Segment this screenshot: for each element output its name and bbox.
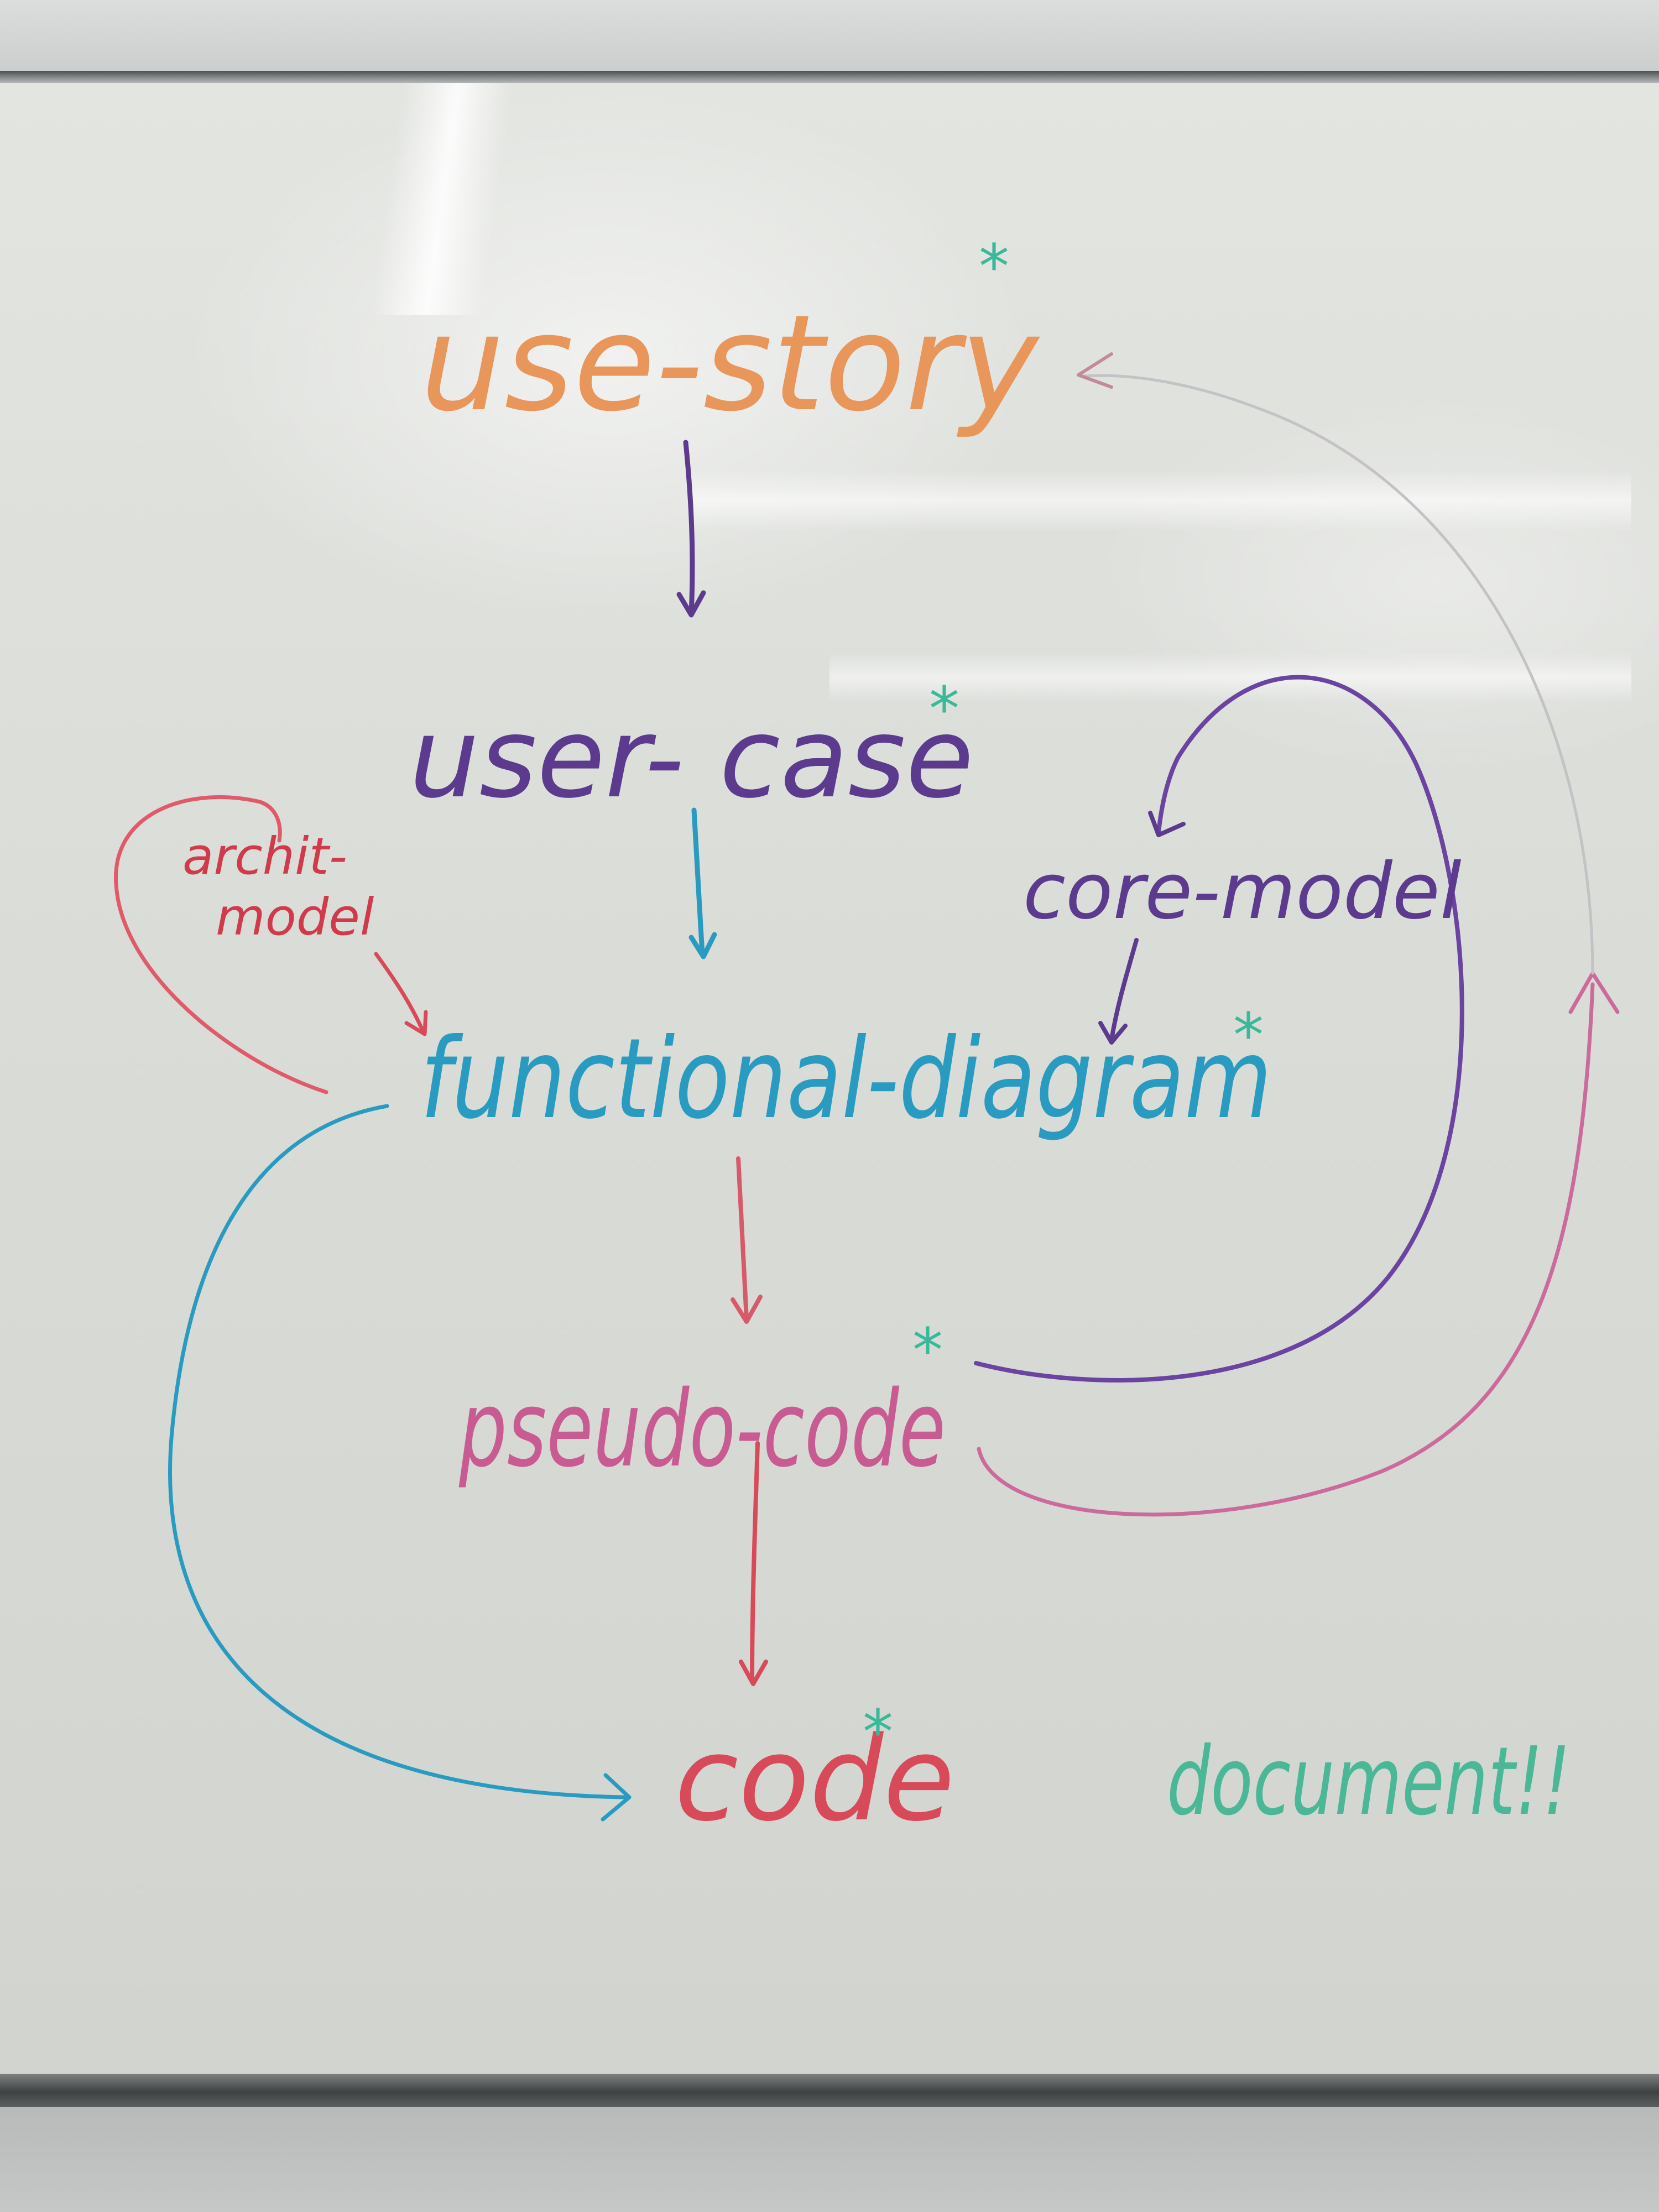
note-document: document!! — [1167, 1727, 1571, 1837]
arrow-pseudo-code-to-user-story-loop — [977, 352, 1620, 1517]
arrow-pseudo-code-to-core-model-loop — [974, 675, 1464, 1383]
whiteboard-surface — [0, 83, 1659, 2074]
arrow-user-story-to-user-case — [676, 440, 706, 618]
node-code: code — [675, 1712, 954, 1847]
arrow-pseudo-code-to-code — [739, 1441, 768, 1686]
node-pseudo-code: pseudo-code — [458, 1368, 946, 1490]
whiteboard-frame-bottom — [0, 2074, 1659, 2107]
light-reflection — [830, 653, 1631, 702]
node-functional-diagram: functional-diagram — [420, 1015, 1272, 1144]
arrow-functional-diagram-to-pseudo-code — [731, 1156, 763, 1324]
asterisk-mark: * — [979, 231, 1009, 302]
arrow-archit-model-to-functional-diagram — [374, 952, 428, 1036]
asterisk-mark: * — [1233, 1000, 1264, 1071]
arrow-user-case-to-functional-diagram — [688, 807, 717, 959]
arrow-core-model-to-functional-diagram — [1098, 938, 1139, 1045]
arrow-functional-diagram-to-code — [168, 1104, 632, 1822]
node-core-model: core-model — [1023, 847, 1462, 937]
asterisk-mark: * — [912, 1315, 943, 1386]
wall-top — [0, 0, 1659, 83]
asterisk-mark: * — [863, 1697, 893, 1767]
node-user-case: user- case — [409, 694, 974, 823]
asterisk-mark: * — [929, 674, 959, 744]
node-archit-model-line2: model — [216, 888, 374, 947]
whiteboard-frame-top — [0, 71, 1659, 83]
arrow-archit-model-loop — [114, 795, 328, 1094]
wall-bottom — [0, 2107, 1659, 2212]
node-user-story: use-story — [420, 286, 1040, 441]
light-reflection — [691, 470, 1631, 531]
node-archit-model-line1: archit- — [182, 827, 347, 886]
